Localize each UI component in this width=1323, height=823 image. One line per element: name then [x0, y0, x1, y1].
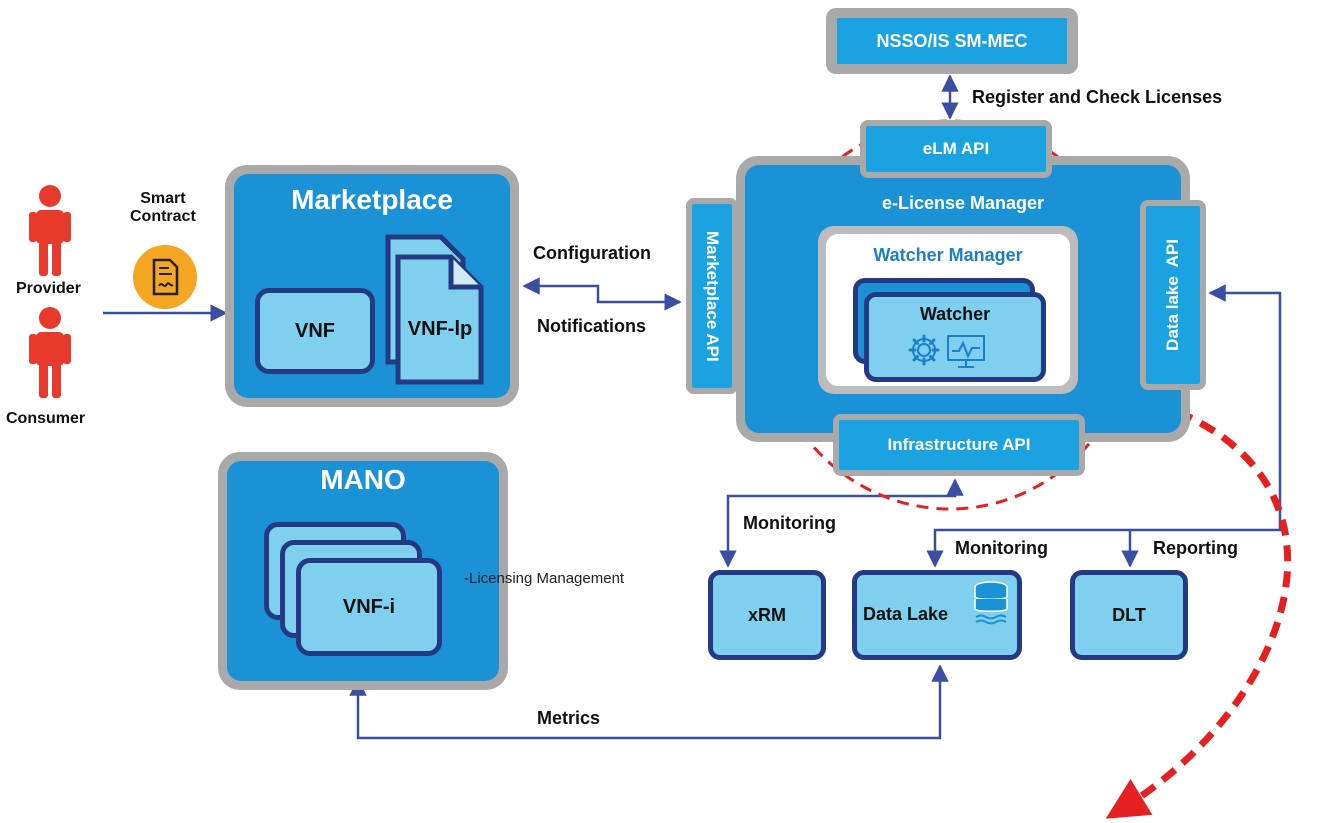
marketplace-title: Marketplace	[291, 184, 453, 215]
metrics-label: Metrics	[537, 708, 601, 728]
dlt-box: DLT	[1070, 570, 1188, 660]
marketplace-api-label: Marketplace API	[703, 230, 722, 362]
consumer-label: Consumer	[6, 410, 86, 427]
monitor-chart-icon	[947, 335, 985, 368]
xrm-label: xRM	[747, 604, 786, 625]
provider-label: Provider	[16, 280, 81, 297]
smart-contract-label: Smart Contract	[130, 190, 196, 225]
infrastructure-api-box: Infrastructure API	[833, 414, 1085, 476]
configuration-notifications-arrow	[522, 277, 682, 311]
datalake-label: Data Lake	[863, 604, 949, 624]
elm-api-box: eLM API	[860, 120, 1052, 178]
datalake-api-box: Data lake API	[1140, 200, 1206, 390]
metrics-arrow	[349, 664, 949, 740]
vnf-lp-document-icon	[385, 234, 484, 385]
xrm-box: xRM	[708, 570, 826, 660]
datalake-api-label: Data lake API	[1163, 239, 1182, 351]
vnf-card: VNF	[255, 288, 375, 374]
vnf-lp-label: VNF-lp	[407, 318, 473, 340]
notifications-label: Notifications	[537, 316, 647, 336]
dlt-label: DLT	[1112, 604, 1146, 625]
datalake-api-arrow	[926, 284, 1282, 568]
licensing-management-note: -Licensing Management	[464, 570, 625, 587]
register-licenses-label: Register and Check Licenses	[972, 87, 1223, 107]
reporting-label: Reporting	[1153, 538, 1238, 558]
database-icon	[974, 581, 1008, 625]
gear-icon	[908, 334, 940, 366]
contract-document-icon	[133, 245, 197, 309]
mano-title: MANO	[320, 464, 406, 495]
zoom-dashed-arrow	[1105, 391, 1292, 819]
person-icon	[29, 185, 71, 276]
marketplace-api-box: Marketplace API	[686, 198, 738, 394]
watcher-label: Watcher	[919, 304, 991, 324]
configuration-label: Configuration	[533, 243, 651, 263]
vnf-i-label: VNF-i	[342, 595, 396, 618]
monitoring-left-label: Monitoring	[743, 513, 836, 533]
person-icon	[29, 307, 71, 398]
monitoring-mid-label: Monitoring	[955, 538, 1048, 558]
watcher-manager-title: Watcher Manager	[873, 245, 1023, 265]
elm-title: e-License Manager	[881, 193, 1045, 213]
nsso-box: NSSO/IS SM-MEC	[837, 18, 1067, 64]
vnf-label: VNF	[295, 319, 335, 342]
vnf-i-card: VNF-i	[296, 558, 442, 656]
